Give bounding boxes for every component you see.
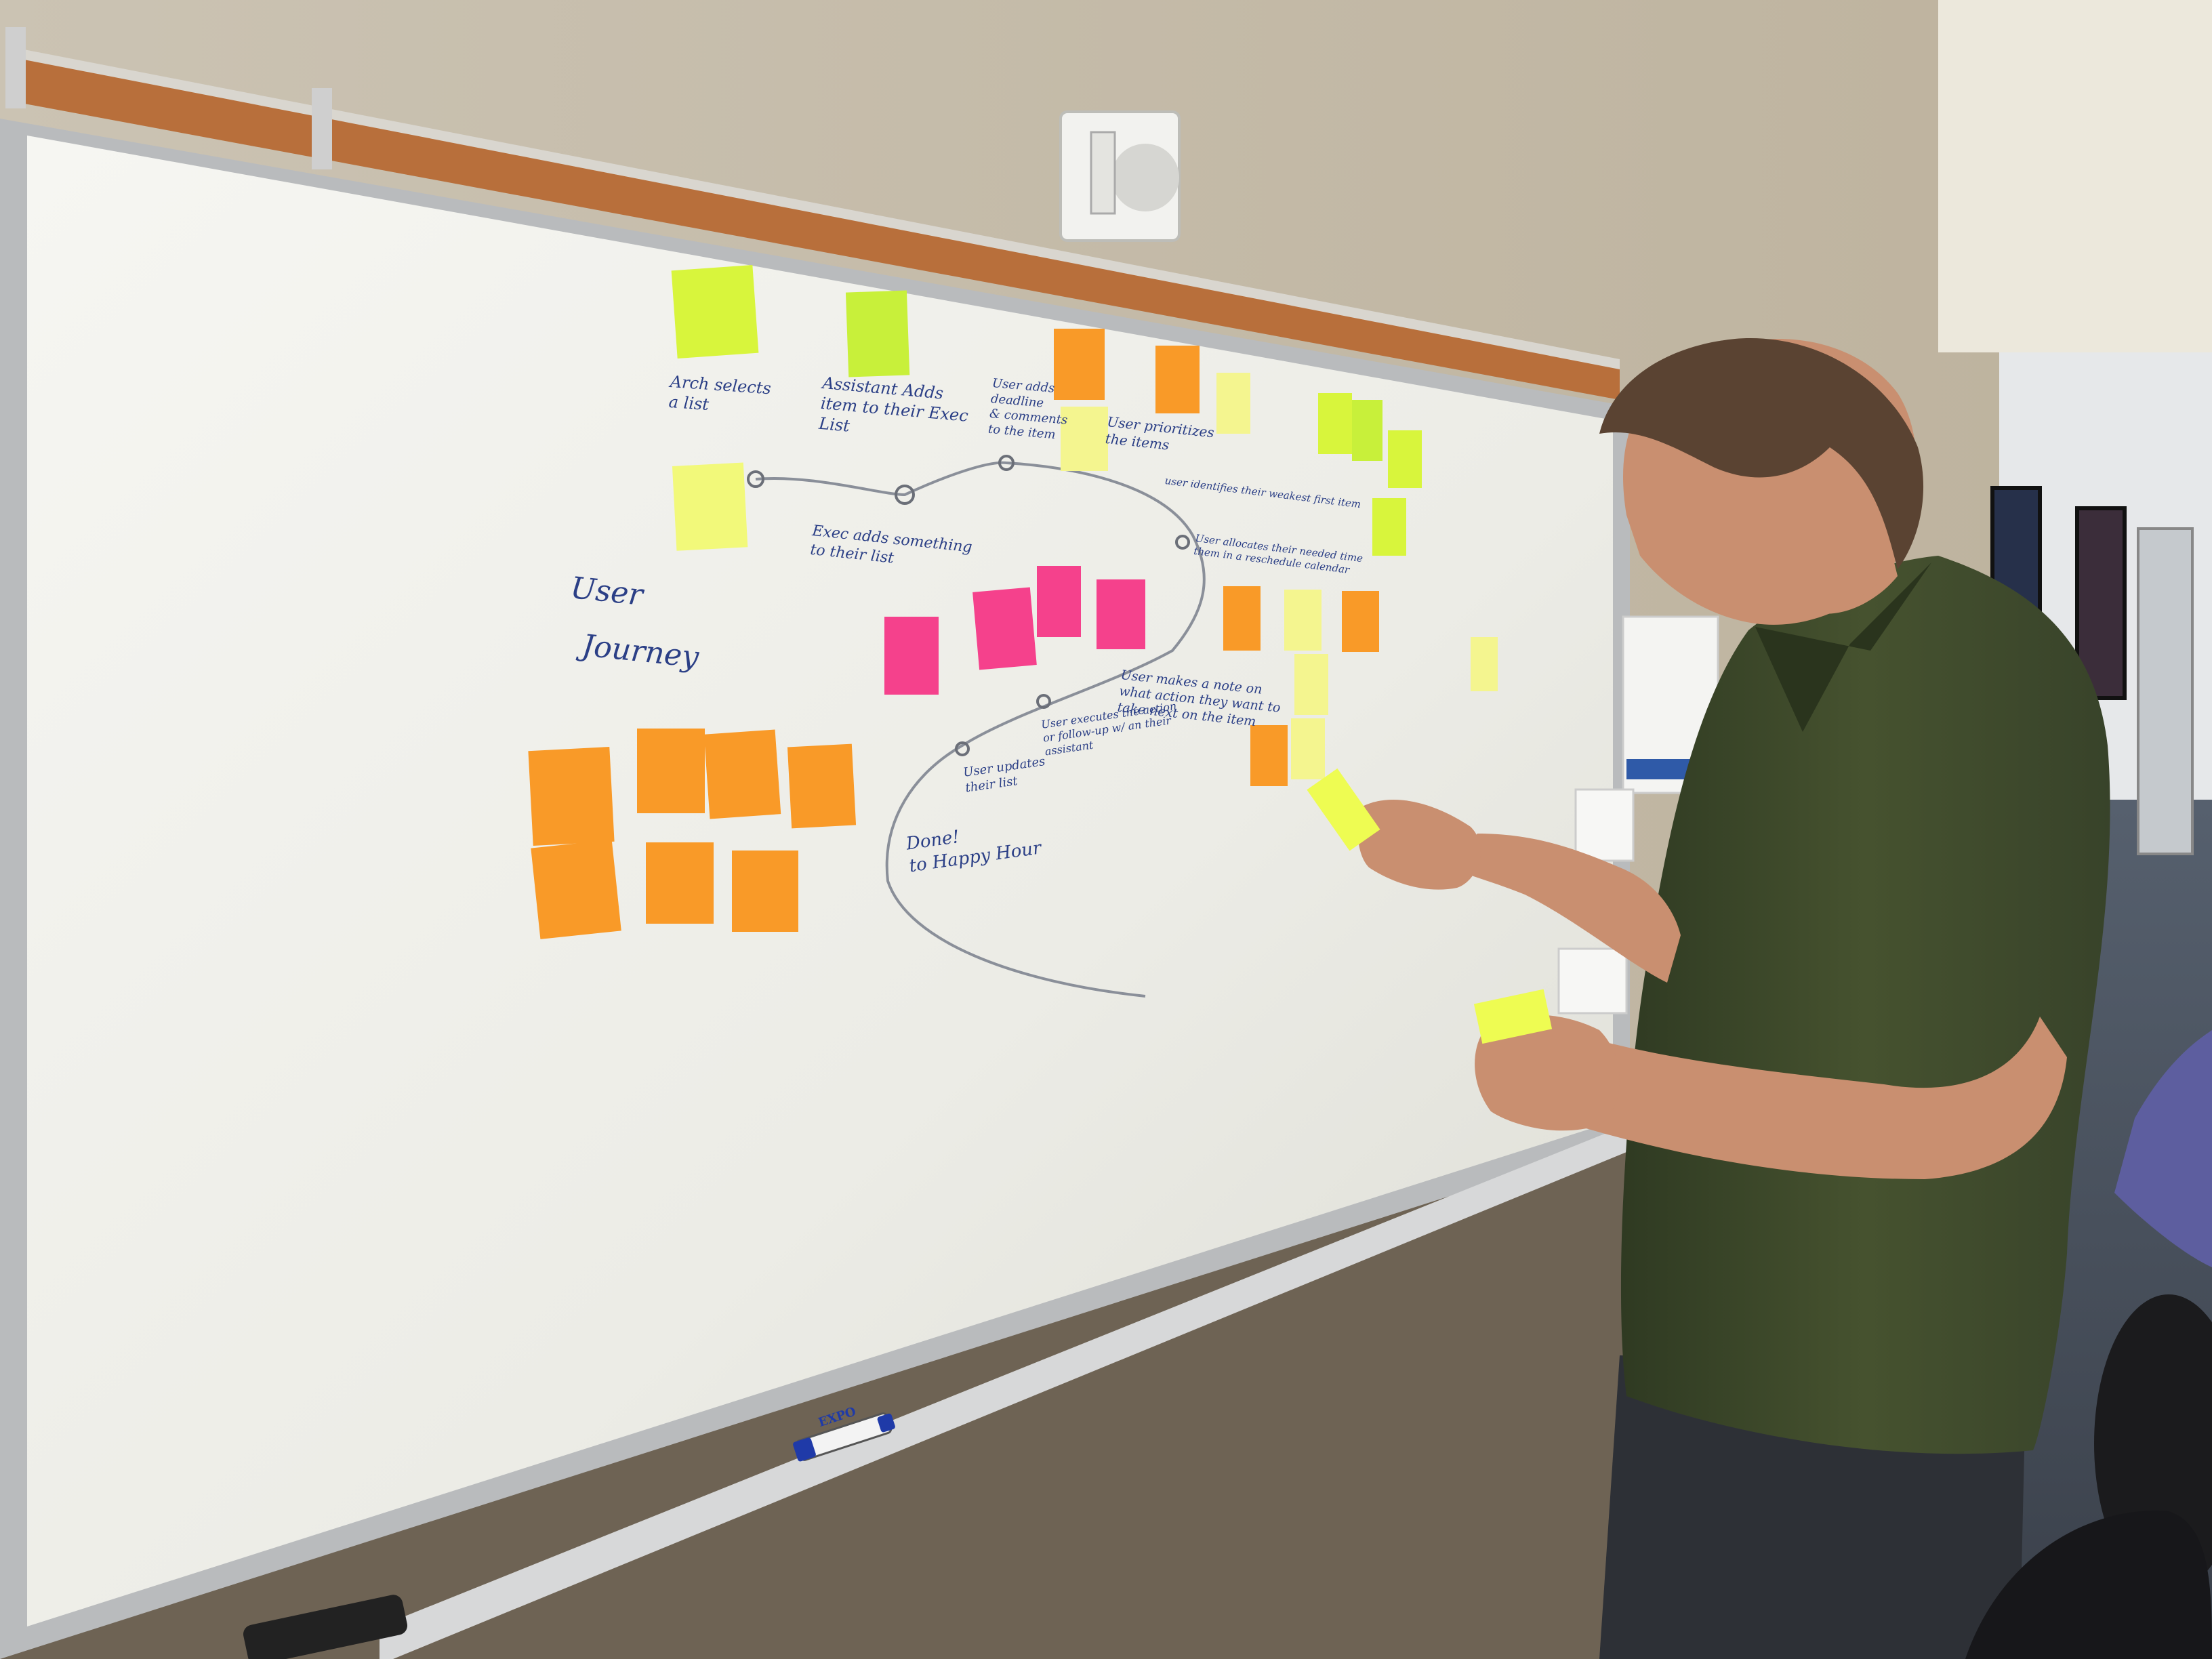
person-arm-left <box>1450 834 1681 983</box>
office-chair-back <box>1965 1511 2212 1659</box>
sticky-note <box>1471 637 1498 691</box>
sticky-note <box>672 462 748 551</box>
sticky-note <box>787 743 857 829</box>
rail-top-trim <box>14 47 1620 369</box>
sticky-note <box>1342 591 1379 652</box>
sticky-note <box>845 290 910 377</box>
sticky-note <box>1291 718 1325 779</box>
sticky-note <box>528 746 615 846</box>
person-forearm-right <box>1525 1017 2067 1179</box>
person <box>1307 338 2110 1659</box>
dry-erase-marker <box>793 1412 895 1462</box>
journey-label-c: User adds deadline & comments to the ite… <box>987 376 1069 442</box>
sticky-note <box>646 842 714 924</box>
person-hair <box>1599 338 1924 569</box>
sticky-note <box>884 617 939 695</box>
person-shirt <box>1620 556 2110 1454</box>
sticky-note <box>1318 393 1352 454</box>
sticky-note <box>637 729 705 813</box>
timeline-node-4 <box>1175 535 1190 550</box>
sticky-note <box>732 851 798 932</box>
journey-curve <box>755 461 1206 998</box>
sticky-note <box>1061 407 1108 471</box>
sticky-note <box>703 729 781 819</box>
sticky-note <box>671 264 759 359</box>
second-person-sleeve <box>2114 1030 2212 1267</box>
pinned-paper <box>1574 788 1635 862</box>
timeline-node-2 <box>895 485 915 505</box>
sticky-note <box>1284 590 1322 651</box>
person-collar <box>1755 562 1931 732</box>
sticky-note <box>1372 498 1406 556</box>
whiteboard-surface <box>27 136 1613 1626</box>
speaker-strobe <box>1090 131 1116 215</box>
sticky-note <box>1097 579 1145 649</box>
rail-clip-1 <box>5 27 26 108</box>
held-sticky-pad <box>1473 989 1553 1044</box>
speaker-grille <box>1111 144 1179 211</box>
sticky-note <box>1250 725 1288 786</box>
user-journey-title-line1: User <box>569 570 644 613</box>
lower-wall <box>0 1152 1626 1659</box>
marker-tray <box>380 1125 1626 1659</box>
timeline-node-3 <box>998 455 1015 471</box>
sticky-note <box>1388 430 1422 488</box>
sticky-note <box>972 587 1037 670</box>
cork-rail <box>14 54 1620 400</box>
sticky-notes <box>528 264 1498 939</box>
sticky-note <box>1216 373 1250 434</box>
pinned-paper <box>1557 947 1628 1015</box>
journey-label-b: Assistant Adds item to their Exec List <box>818 373 969 436</box>
held-sticky-note <box>1307 768 1380 851</box>
sticky-note <box>1155 346 1200 413</box>
sticky-note <box>1054 329 1105 400</box>
ceiling-light-area <box>1938 0 2212 352</box>
sticky-note <box>1037 566 1081 637</box>
corridor-poster-2 <box>2075 506 2127 700</box>
journey-label-a: Arch selects a list <box>668 371 772 414</box>
timeline-node-5 <box>1036 694 1051 709</box>
sticky-note <box>1294 654 1328 715</box>
sticky-note <box>531 840 621 939</box>
eraser <box>243 1595 408 1659</box>
person-hand-left <box>1357 800 1481 890</box>
corridor-door <box>2137 527 2194 855</box>
person-hand-right <box>1475 1015 1620 1131</box>
rail-clip-2 <box>312 88 332 169</box>
sticky-note <box>1352 400 1382 461</box>
sticky-note <box>1223 586 1261 651</box>
timeline-node-1 <box>747 470 764 488</box>
timeline-node-6 <box>955 741 970 756</box>
